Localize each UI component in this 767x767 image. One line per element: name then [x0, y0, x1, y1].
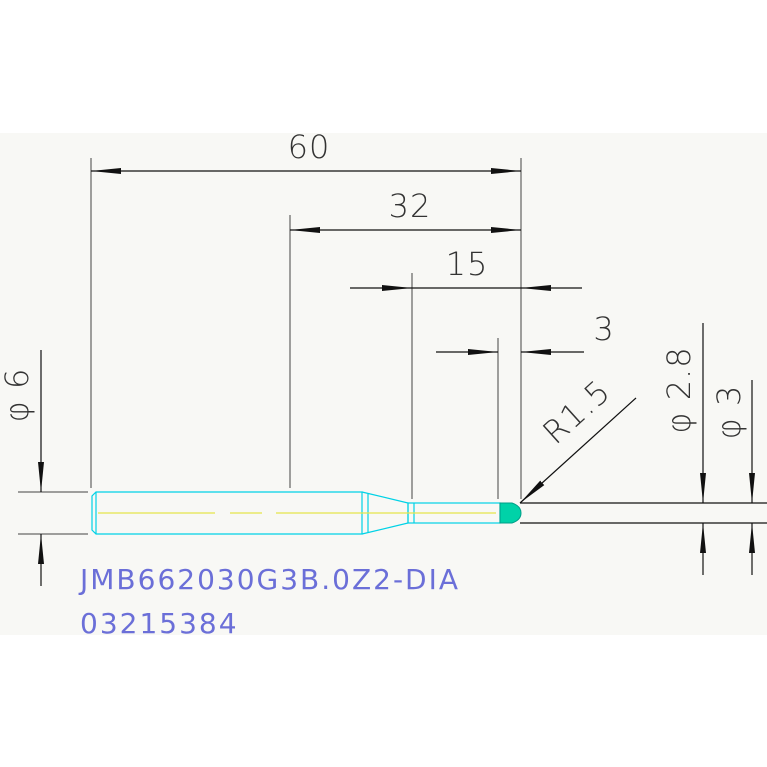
part-number: 03215384: [80, 607, 239, 640]
diameter-envelope: [520, 502, 767, 524]
dim-tip-length: 3: [593, 310, 614, 348]
dim-overall-length: 60: [288, 128, 331, 166]
dim-shank-diameter: φ 6: [0, 368, 36, 423]
dim-neck-diameter: φ 2.8: [660, 346, 698, 433]
drawing-panel: [0, 133, 767, 635]
extension-lines: [18, 158, 522, 535]
dim-cutter-diameter: φ 3: [710, 385, 748, 440]
dim-neck-length: 15: [446, 245, 489, 283]
dimension-lines: [38, 168, 755, 586]
dim-flute-length: 32: [389, 187, 432, 225]
ball-tip: [499, 502, 522, 524]
part-code: JMB662030G3B.0Z2-DIA: [78, 563, 460, 596]
radius-leader: [519, 397, 637, 504]
